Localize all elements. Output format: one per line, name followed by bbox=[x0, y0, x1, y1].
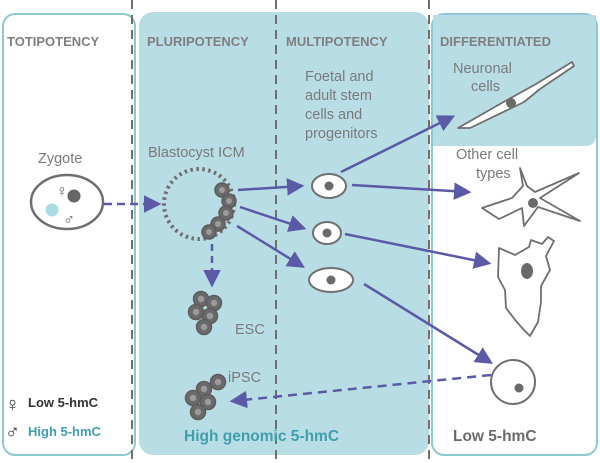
label-blastocyst-icm: Blastocyst ICM bbox=[148, 145, 245, 161]
header-totipotency: TOTIPOTENCY bbox=[7, 34, 100, 49]
pluripotency-multipotency-panel bbox=[139, 12, 429, 455]
male-symbol: ♂ bbox=[63, 212, 75, 229]
label-stem-line3: cells and bbox=[305, 107, 362, 123]
label-stem-line4: progenitors bbox=[305, 126, 378, 142]
arrow-stem-to-round-cell bbox=[363, 282, 493, 364]
arrow-icm-to-stem-3 bbox=[236, 224, 305, 268]
label-neuronal-line1: Neuronal bbox=[453, 61, 512, 77]
arrow-stem-to-large-cell bbox=[344, 232, 492, 269]
inner-cell-mass bbox=[201, 182, 237, 240]
totipotency-panel bbox=[2, 13, 136, 456]
neuronal-nucleus bbox=[506, 98, 516, 108]
legend-female-text: Low 5-hmC bbox=[28, 395, 99, 410]
label-stem-line2: adult stem bbox=[305, 88, 372, 104]
label-low-5hmc: Low 5-hmC bbox=[453, 428, 537, 445]
large-irregular-cell bbox=[497, 236, 555, 337]
ipsc-cluster bbox=[184, 373, 227, 421]
stellate-cell bbox=[481, 167, 581, 227]
female-pronucleus bbox=[67, 189, 81, 203]
esc-cluster bbox=[187, 290, 223, 336]
label-ipsc: iPSC bbox=[228, 370, 261, 386]
female-symbol: ♀ bbox=[56, 183, 68, 200]
round-cell-nucleus bbox=[514, 383, 524, 393]
stellate-nucleus bbox=[528, 198, 538, 208]
label-other-line2: types bbox=[476, 166, 511, 182]
arrow-stem-to-neuronal bbox=[340, 115, 456, 174]
legend-male-symbol: ♂ bbox=[5, 421, 20, 443]
header-multipotency: MULTIPOTENCY bbox=[286, 34, 388, 49]
label-neuronal-line2: cells bbox=[471, 79, 500, 95]
arrow-stem-to-other bbox=[351, 182, 472, 200]
header-pluripotency: PLURIPOTENCY bbox=[147, 34, 249, 49]
large-cell-nucleus bbox=[521, 263, 533, 279]
arrow-reprogramming bbox=[229, 373, 492, 409]
label-esc: ESC bbox=[235, 322, 265, 338]
male-pronucleus bbox=[45, 203, 59, 217]
neuronal-cell bbox=[457, 61, 575, 129]
stem-cell-1-nucleus bbox=[324, 181, 334, 191]
legend-female-symbol: ♀ bbox=[5, 394, 20, 416]
round-cell bbox=[490, 359, 536, 405]
arrow-icm-to-stem-2 bbox=[239, 205, 307, 232]
label-other-line1: Other cell bbox=[456, 147, 518, 163]
header-differentiated: DIFFERENTIATED bbox=[440, 34, 551, 49]
neuronal-region-fill bbox=[433, 15, 596, 146]
stem-cell-2-nucleus bbox=[322, 228, 332, 238]
arrow-icm-to-stem-1 bbox=[237, 178, 305, 196]
stem-cell-3-nucleus bbox=[326, 275, 336, 285]
label-stem-line1: Foetal and bbox=[305, 69, 374, 85]
label-zygote: Zygote bbox=[38, 151, 82, 167]
legend-male-text: High 5-hmC bbox=[28, 424, 102, 439]
label-high-genomic-5hmc: High genomic 5-hmC bbox=[184, 428, 339, 445]
